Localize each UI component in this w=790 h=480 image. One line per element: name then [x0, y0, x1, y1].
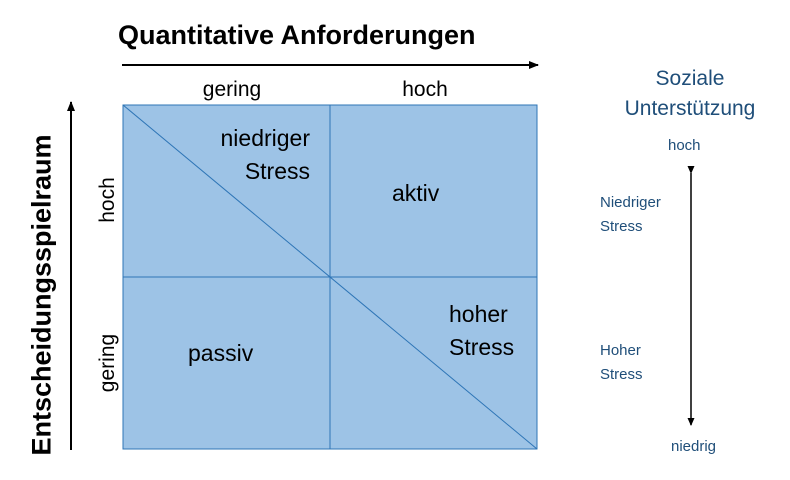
y-axis-high-label: hoch — [96, 177, 119, 223]
diagonal-line — [122, 104, 538, 450]
social-support-low-label: niedrig — [671, 438, 717, 455]
quadrant-label-low-stress-line2: Stress — [244, 158, 310, 184]
quadrant-label-passive: passiv — [188, 340, 254, 366]
quadrant-bottom-left — [122, 276, 331, 450]
social-support-lower-note-line2: Stress — [600, 366, 643, 383]
quadrant-label-high-stress-line2: Stress — [449, 334, 515, 360]
quadrant-label-active: aktiv — [392, 180, 440, 206]
y-axis-low-label: gering — [96, 333, 119, 393]
social-support-lower-note: Hoher Stress — [600, 339, 643, 387]
quadrant-label-low-stress-line1: niedriger — [220, 125, 311, 151]
x-axis-low-label: gering — [202, 78, 262, 101]
social-support-title-line2: Unterstützung — [624, 97, 756, 120]
quadrant-top-right — [329, 104, 538, 278]
quadrant-label-high-stress-line1: hoher — [449, 301, 508, 327]
social-support-upper-note-line2: Stress — [600, 218, 643, 235]
social-support-title: Soziale Unterstützung — [625, 64, 756, 124]
social-support-upper-note: Niedriger Stress — [600, 191, 661, 239]
quadrant-label-high-stress: hoher Stress — [449, 298, 514, 364]
y-axis-title: Entscheidungsspielraum — [26, 134, 57, 456]
quadrant-label-low-stress: niedriger Stress — [208, 122, 311, 188]
x-axis-high-label: hoch — [402, 78, 448, 101]
social-support-lower-note-line1: Hoher — [600, 342, 641, 359]
social-support-title-line1: Soziale — [655, 67, 725, 90]
social-support-upper-note-line1: Niedriger — [600, 194, 661, 211]
social-support-high-label: hoch — [668, 137, 701, 154]
x-axis-title: Quantitative Anforderungen — [118, 20, 476, 50]
